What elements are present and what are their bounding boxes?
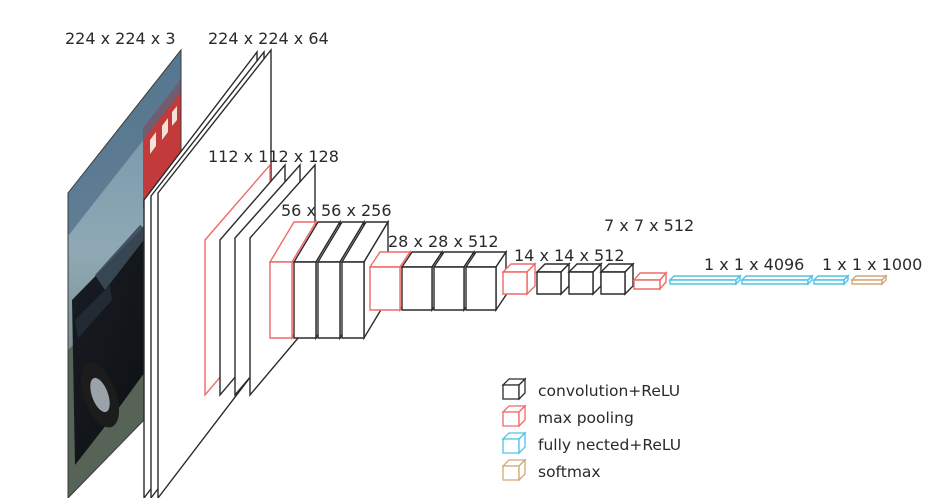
legend-item-softmax: softmax bbox=[501, 458, 601, 482]
legend-item-fc: fully nected+ReLU bbox=[501, 431, 681, 455]
legend-label-softmax: softmax bbox=[538, 463, 601, 481]
label-output: 1 x 1 x 1000 bbox=[822, 255, 922, 274]
label-block-1: 224 x 224 x 64 bbox=[208, 29, 329, 48]
block-3 bbox=[268, 219, 390, 341]
legend-item-pool: max pooling bbox=[501, 404, 634, 428]
label-fc: 1 x 1 x 4096 bbox=[704, 255, 804, 274]
legend: convolution+ReLU max pooling fully necte… bbox=[501, 377, 681, 482]
block-4 bbox=[368, 249, 508, 313]
legend-label-fc: fully nected+ReLU bbox=[538, 436, 681, 454]
label-block-5: 14 x 14 x 512 bbox=[514, 246, 625, 265]
softmax-layer bbox=[850, 274, 888, 286]
label-block-4: 28 x 28 x 512 bbox=[388, 232, 499, 251]
label-block-3: 56 x 56 x 256 bbox=[281, 201, 392, 220]
legend-label-pool: max pooling bbox=[538, 409, 634, 427]
label-pool-5: 7 x 7 x 512 bbox=[604, 216, 694, 235]
fc-layers bbox=[668, 274, 850, 286]
label-block-2: 112 x 112 x 128 bbox=[208, 147, 339, 166]
block-5 bbox=[501, 262, 635, 296]
label-input: 224 x 224 x 3 bbox=[65, 29, 176, 48]
legend-item-conv: convolution+ReLU bbox=[501, 377, 680, 401]
pool-5 bbox=[632, 271, 668, 291]
legend-label-conv: convolution+ReLU bbox=[538, 382, 680, 400]
